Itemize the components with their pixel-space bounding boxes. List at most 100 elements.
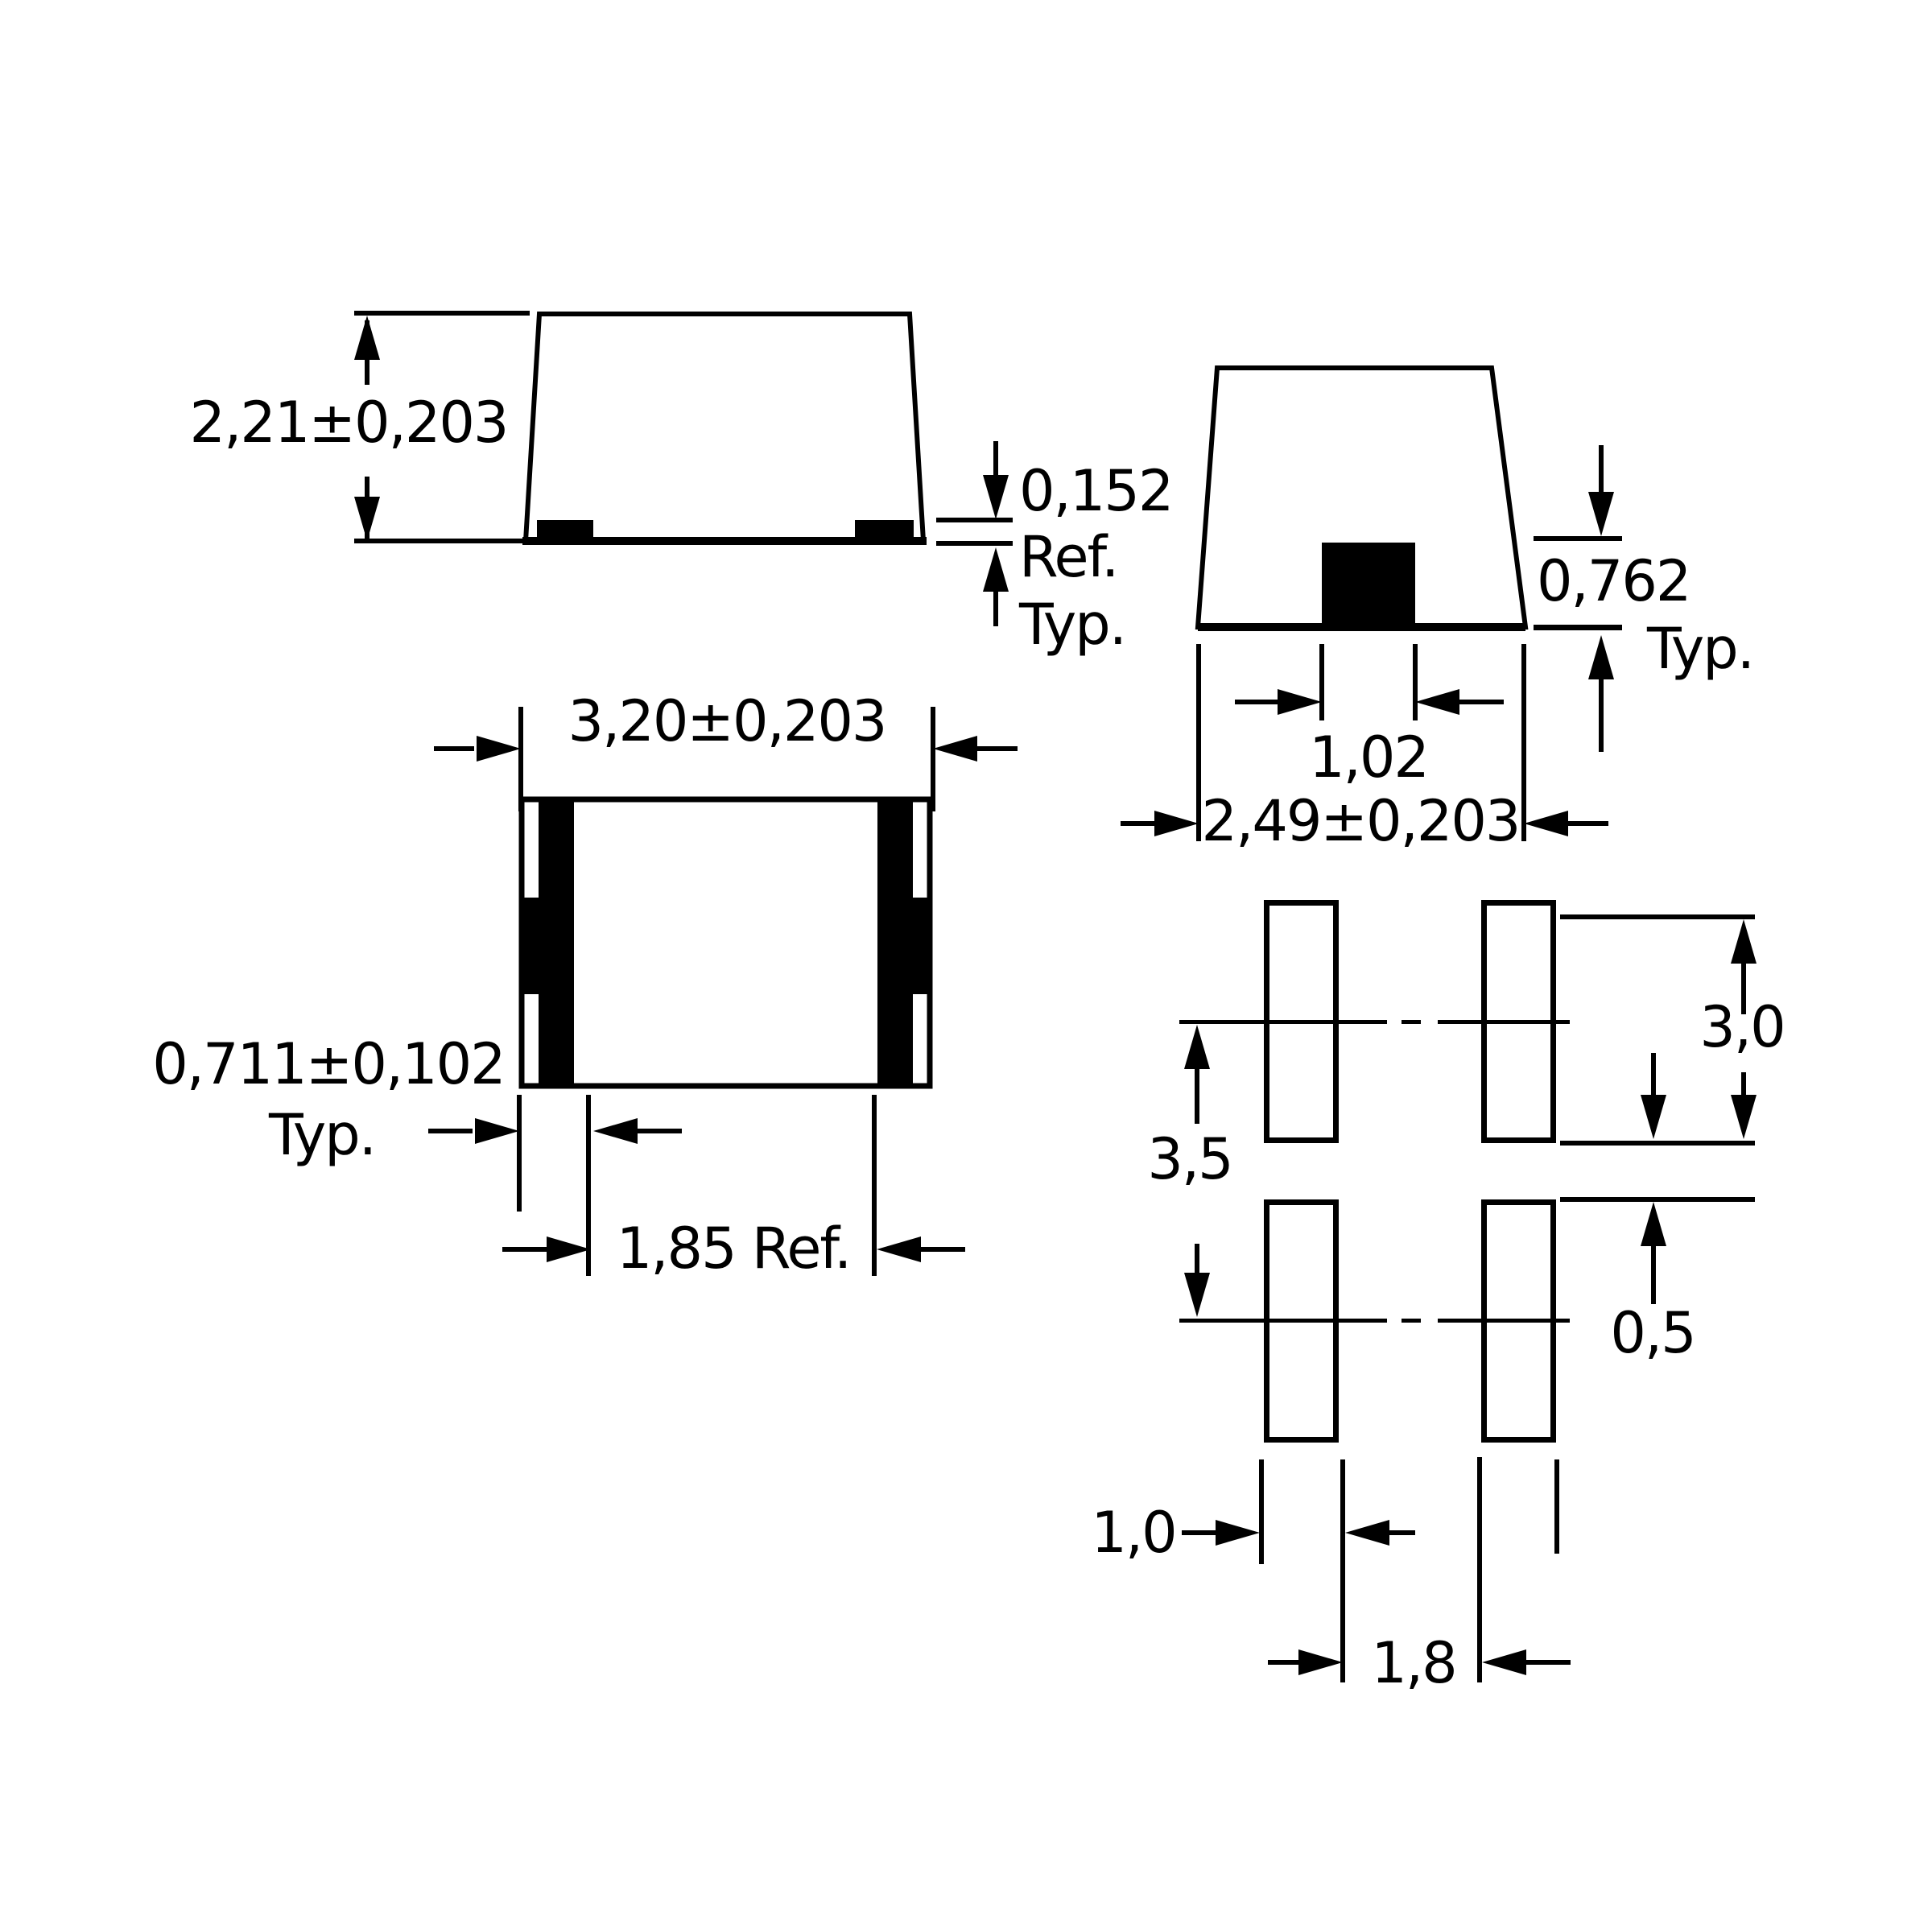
body-height-label: 2,21±0,203	[189, 390, 510, 456]
dimension-line	[1389, 1530, 1415, 1535]
dimension-line	[1268, 1660, 1302, 1665]
lead-width-label: 1,02	[1309, 724, 1430, 791]
end-body-width-label: 2,49±0,203	[1201, 788, 1521, 854]
terminal-pad	[537, 520, 593, 541]
dimension-line	[1741, 960, 1746, 1014]
arrowhead-down-icon	[1588, 492, 1614, 536]
dimension-line	[365, 320, 369, 385]
terminal-pad	[855, 520, 914, 541]
extension-line	[1521, 644, 1526, 841]
extension-line	[1319, 644, 1324, 720]
arrowhead-up-icon	[1588, 635, 1614, 679]
lead-pad	[1322, 543, 1415, 629]
standoff-upper-line	[936, 518, 1013, 522]
arrowhead-right-icon	[1154, 811, 1199, 836]
terminal-width-label: 0,711±0,102	[152, 1031, 506, 1097]
arrowhead-right-icon	[1278, 689, 1322, 715]
centerline	[1438, 1020, 1570, 1024]
extension-line	[1413, 644, 1418, 720]
arrowhead-left-icon	[1524, 811, 1568, 836]
arrowhead-up-icon	[983, 547, 1009, 592]
terminal-width-typ-label: Typ.	[269, 1102, 377, 1168]
dimension-line	[502, 1247, 547, 1252]
dimension-line	[1599, 678, 1604, 752]
dimension-line	[1195, 1061, 1199, 1124]
dimension-line	[428, 1129, 473, 1133]
dimension-line	[993, 590, 998, 626]
extension-line	[586, 1095, 591, 1276]
extension-line	[1554, 1459, 1559, 1554]
extension-line	[1560, 914, 1755, 919]
dimension-line	[977, 746, 1018, 751]
dimension-line	[1651, 1053, 1656, 1100]
centerline	[1438, 1319, 1570, 1323]
dimension-line	[1568, 821, 1608, 826]
dimension-line	[434, 746, 474, 751]
row-gap-label: 0,5	[1610, 1300, 1696, 1366]
column-gap-label: 1,8	[1371, 1630, 1457, 1696]
extension-line	[518, 707, 523, 811]
extension-line	[1477, 1457, 1482, 1682]
arrowhead-left-icon	[1482, 1649, 1526, 1675]
arrowhead-left-icon	[1345, 1520, 1389, 1546]
centerline	[1402, 1319, 1421, 1323]
extension-line	[1560, 1197, 1755, 1202]
dimension-line	[921, 1247, 965, 1252]
side-view-body-outline	[522, 312, 927, 545]
extension-line	[1560, 1141, 1755, 1146]
dimension-line	[1526, 1660, 1571, 1665]
extension-line	[354, 311, 530, 316]
arrowhead-up-icon	[1641, 1202, 1666, 1246]
dimension-line	[1459, 700, 1504, 704]
standoff-lower-line	[936, 541, 1013, 546]
row-pitch-label: 3,5	[1147, 1126, 1233, 1192]
centerline	[1179, 1319, 1387, 1323]
centerline	[1179, 1020, 1387, 1024]
arrowhead-left-icon	[593, 1118, 638, 1144]
top-view-body-outline	[518, 796, 933, 1089]
terminal-band	[877, 898, 932, 994]
base-extension-line	[1534, 625, 1622, 630]
arrowhead-down-icon	[1184, 1273, 1210, 1317]
extension-line	[1340, 1459, 1345, 1682]
arrowhead-up-icon	[1731, 919, 1757, 964]
arrowhead-down-icon	[1731, 1095, 1757, 1139]
end-view-body-outline	[1195, 365, 1529, 631]
standoff-ref-label: Ref.	[1019, 524, 1119, 590]
lead-top-line	[1534, 536, 1622, 541]
dimension-line	[1195, 1244, 1199, 1280]
dimension-line	[1121, 821, 1157, 826]
arrowhead-down-icon	[1641, 1095, 1666, 1139]
extension-line	[1196, 644, 1201, 841]
pad-length-label: 3,0	[1699, 994, 1785, 1060]
arrowhead-right-icon	[547, 1236, 591, 1262]
dimension-line	[1235, 700, 1279, 704]
body-length-label: 3,20±0,203	[568, 688, 888, 754]
lead-height-typ-label: Typ.	[1647, 616, 1755, 682]
standoff-value-label: 0,152	[1019, 458, 1174, 524]
dimension-line	[993, 441, 998, 489]
dimension-line	[1599, 445, 1604, 495]
arrowhead-left-icon	[1415, 689, 1459, 715]
arrowhead-left-icon	[933, 736, 977, 762]
extension-line	[872, 1095, 877, 1276]
extension-line	[354, 539, 530, 543]
arrowhead-down-icon	[354, 497, 380, 541]
arrowhead-down-icon	[983, 475, 1009, 519]
centerline	[1402, 1020, 1421, 1024]
dimension-line	[1182, 1530, 1218, 1535]
lead-height-label: 0,762	[1537, 548, 1691, 614]
extension-line	[1259, 1459, 1264, 1564]
arrowhead-right-icon	[475, 1118, 519, 1144]
terminal-band	[519, 898, 574, 994]
arrowhead-left-icon	[877, 1236, 921, 1262]
dimension-line	[1741, 1072, 1746, 1101]
arrowhead-right-icon	[477, 736, 521, 762]
arrowhead-right-icon	[1298, 1649, 1343, 1675]
standoff-typ-label: Typ.	[1019, 592, 1127, 658]
pad-width-label: 1,0	[1091, 1500, 1177, 1566]
extension-line	[517, 1095, 522, 1212]
terminal-gap-label: 1,85 Ref.	[616, 1216, 852, 1282]
arrowhead-right-icon	[1216, 1520, 1260, 1546]
